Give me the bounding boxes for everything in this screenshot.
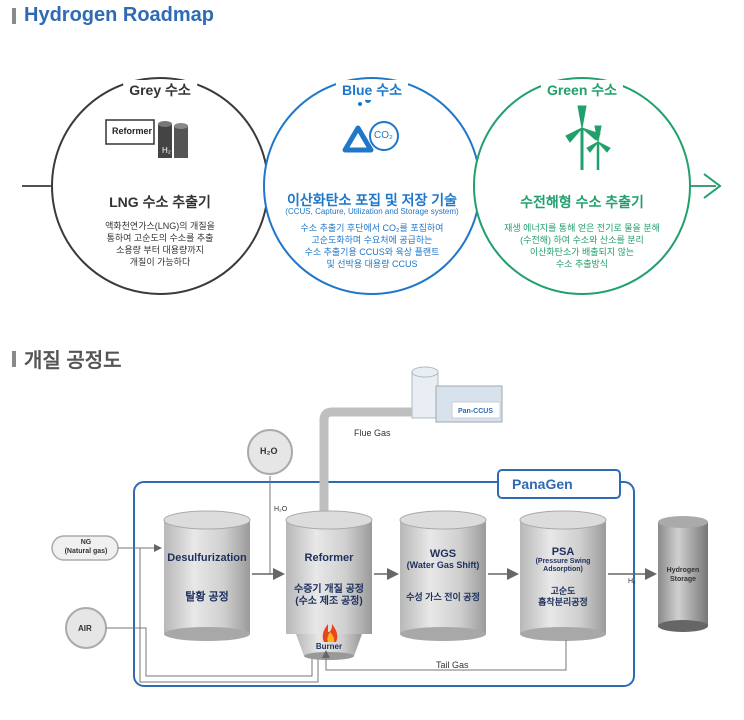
green-hydrogen-label: Green 수소 (540, 80, 624, 100)
psa-tank (519, 510, 607, 641)
green-circle (473, 77, 691, 295)
green-description: 재생 에너지를 통해 얻은 전기로 물을 분해 (수전해) 하여 수소와 산소를… (504, 223, 660, 269)
ng-label: NG (Natural gas) (64, 539, 108, 555)
ccus-label: Pan-CCUS (458, 408, 494, 415)
grey-title: LNG 수소 추출기 (109, 194, 211, 210)
process-title-text: 개질 공정도 (24, 350, 122, 372)
desulfurization-tank (163, 510, 251, 641)
ng-burner-line (139, 548, 322, 683)
psa-korean: 고순도 흡착분리공정 (538, 586, 588, 607)
panagen-frame (133, 481, 635, 687)
title-bar-marker (12, 7, 16, 24)
tail-gas-line (322, 640, 567, 671)
flue-gas-label: Flue Gas (354, 428, 391, 438)
burner-label: Burner (315, 642, 343, 651)
ccus-unit-icon (411, 366, 503, 423)
wgs-sub: (Water Gas Shift) (406, 560, 480, 570)
reformer-icon-h2: H₂ (162, 146, 171, 155)
h2-line-label: H₂ (628, 578, 636, 585)
co2-icon-text: CO₂ (374, 130, 393, 141)
grey-hydrogen-label: Grey 수소 (123, 80, 197, 100)
tail-gas-label: Tail Gas (436, 660, 469, 670)
panagen-brand: PanaGen (512, 476, 573, 492)
h2o-badge-icon (247, 429, 293, 475)
reformer-icon-text: Reformer (112, 126, 153, 136)
green-title: 수전해형 수소 추출기 (520, 194, 644, 210)
reformer-icon (105, 119, 188, 158)
desulfurization-korean: 탈황 공정 (185, 591, 229, 603)
recycle-co2-icon (342, 94, 399, 153)
roadmap-arrow-icon (703, 173, 722, 199)
air-line (106, 627, 316, 677)
blue-hydrogen-label: Blue 수소 (336, 80, 408, 100)
h2o-badge-label: H₂O (260, 446, 278, 456)
reformer-tank (285, 510, 373, 660)
reformer-label: Reformer (304, 552, 354, 564)
burner-flame-icon (322, 624, 338, 642)
blue-description: 수소 추출기 후단에서 CO₂를 포집하여 고순도화하며 수요처에 공급하는 수… (300, 223, 444, 269)
hydrogen-storage-label: Hydrogen Storage (666, 567, 700, 583)
air-label: AIR (78, 624, 92, 633)
panagen-logo-box (497, 469, 621, 499)
wgs-label: WGS (429, 548, 457, 560)
psa-label: PSA (551, 546, 575, 558)
h2o-line-label: H₂O (274, 506, 288, 513)
grey-description: 액화천연가스(LNG)의 개질을 통하여 고순도의 수소를 추출 소용량 부터 … (105, 221, 215, 267)
roadmap-diagram (22, 77, 722, 295)
title-bar-marker (12, 350, 16, 367)
roadmap-title-text: Hydrogen Roadmap (24, 4, 215, 26)
process-title: 개질 공정도 (12, 344, 122, 373)
roadmap-title: Hydrogen Roadmap (12, 4, 214, 27)
psa-sub: (Pressure Swing Adsorption) (535, 558, 591, 573)
flue-gas-pipe (319, 407, 412, 520)
wgs-korean: 수성 가스 전이 공정 (406, 592, 480, 602)
wind-turbine-icon (565, 105, 611, 170)
hydrogen-storage-tank (658, 516, 708, 632)
blue-title: 이산화탄소 포집 및 저장 기술 (286, 192, 458, 208)
desulfurization-label: Desulfurization (167, 552, 247, 564)
wgs-tank (399, 510, 487, 641)
reformer-korean: 수증기 개질 공정 (수소 제조 공정) (294, 584, 364, 607)
blue-subtitle: (CCUS, Capture, Utilization and Storage … (285, 207, 459, 216)
